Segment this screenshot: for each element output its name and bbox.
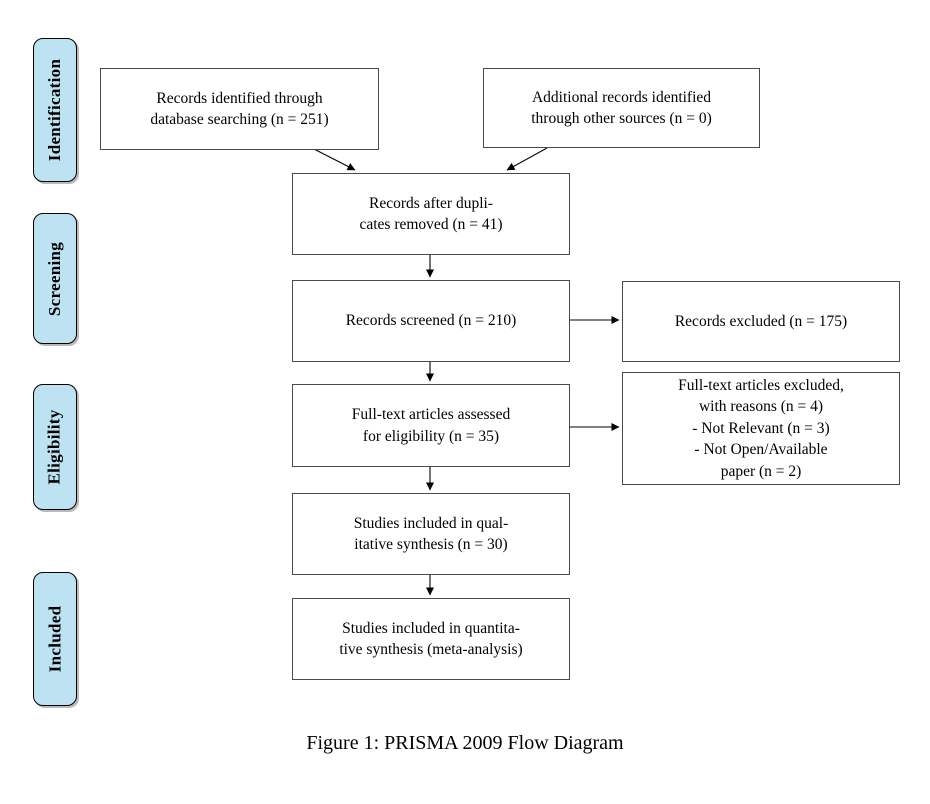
box-fulltext-excluded-line: Full-text articles excluded,: [678, 377, 844, 395]
box-fulltext-excluded-line: - Not Relevant (n = 3): [692, 419, 830, 437]
arrow-additional-to-duplicates: [506, 147, 548, 171]
stage-included-label: Included: [45, 605, 64, 673]
box-qualitative-synthesis-line: Studies included in qual-: [353, 514, 509, 532]
box-duplicates-removed-line: Records after dupli-: [369, 194, 493, 212]
stage-screening: Screening: [33, 213, 77, 344]
box-qualitative-synthesis: Studies included in qual- itative synthe…: [292, 493, 570, 575]
box-records-screened-line: Records screened (n = 210): [345, 312, 517, 330]
box-duplicates-removed-line: cates removed (n = 41): [359, 216, 503, 233]
box-records-identified-line: database searching (n = 251): [150, 111, 329, 128]
box-records-excluded: Records excluded (n = 175): [622, 281, 900, 362]
box-fulltext-assessed-line: for eligibility (n = 35): [362, 427, 500, 445]
box-quantitative-synthesis: Studies included in quantita- tive synth…: [292, 598, 570, 680]
box-fulltext-excluded-line: paper (n = 2): [720, 462, 802, 480]
box-quantitative-synthesis-line: Studies included in quantita-: [342, 619, 520, 637]
box-records-identified: Records identified through database sear…: [100, 68, 379, 150]
box-fulltext-excluded-line: with reasons (n = 4): [698, 398, 824, 416]
box-records-identified-line: Records identified through: [156, 89, 323, 107]
box-quantitative-synthesis-line: tive synthesis (meta-analysis): [339, 641, 523, 658]
box-qualitative-synthesis-line: itative synthesis (n = 30): [354, 536, 508, 553]
box-records-screened: Records screened (n = 210): [292, 280, 570, 362]
box-fulltext-excluded: Full-text articles excluded, with reason…: [622, 372, 900, 485]
stage-eligibility-label: Eligibility: [45, 409, 64, 485]
box-duplicates-removed: Records after dupli- cates removed (n = …: [292, 173, 570, 255]
box-fulltext-assessed: Full-text articles assessed for eligibil…: [292, 384, 570, 467]
stage-identification: Identification: [33, 38, 77, 182]
box-additional-records: Additional records identified through ot…: [483, 68, 760, 148]
box-fulltext-excluded-line: - Not Open/Available: [694, 441, 828, 459]
box-records-excluded-line: Records excluded (n = 175): [674, 312, 848, 330]
box-additional-records-line: Additional records identified: [531, 88, 712, 106]
box-additional-records-line: through other sources (n = 0): [531, 110, 712, 127]
box-fulltext-assessed-line: Full-text articles assessed: [351, 406, 511, 424]
figure-caption: Figure 1: PRISMA 2009 Flow Diagram: [306, 732, 624, 754]
stage-screening-label: Screening: [45, 241, 65, 316]
stage-included: Included: [33, 572, 77, 706]
arrow-identified-to-duplicates: [311, 147, 356, 171]
stage-eligibility: Eligibility: [33, 384, 77, 510]
stage-identification-label: Identification: [45, 58, 64, 162]
